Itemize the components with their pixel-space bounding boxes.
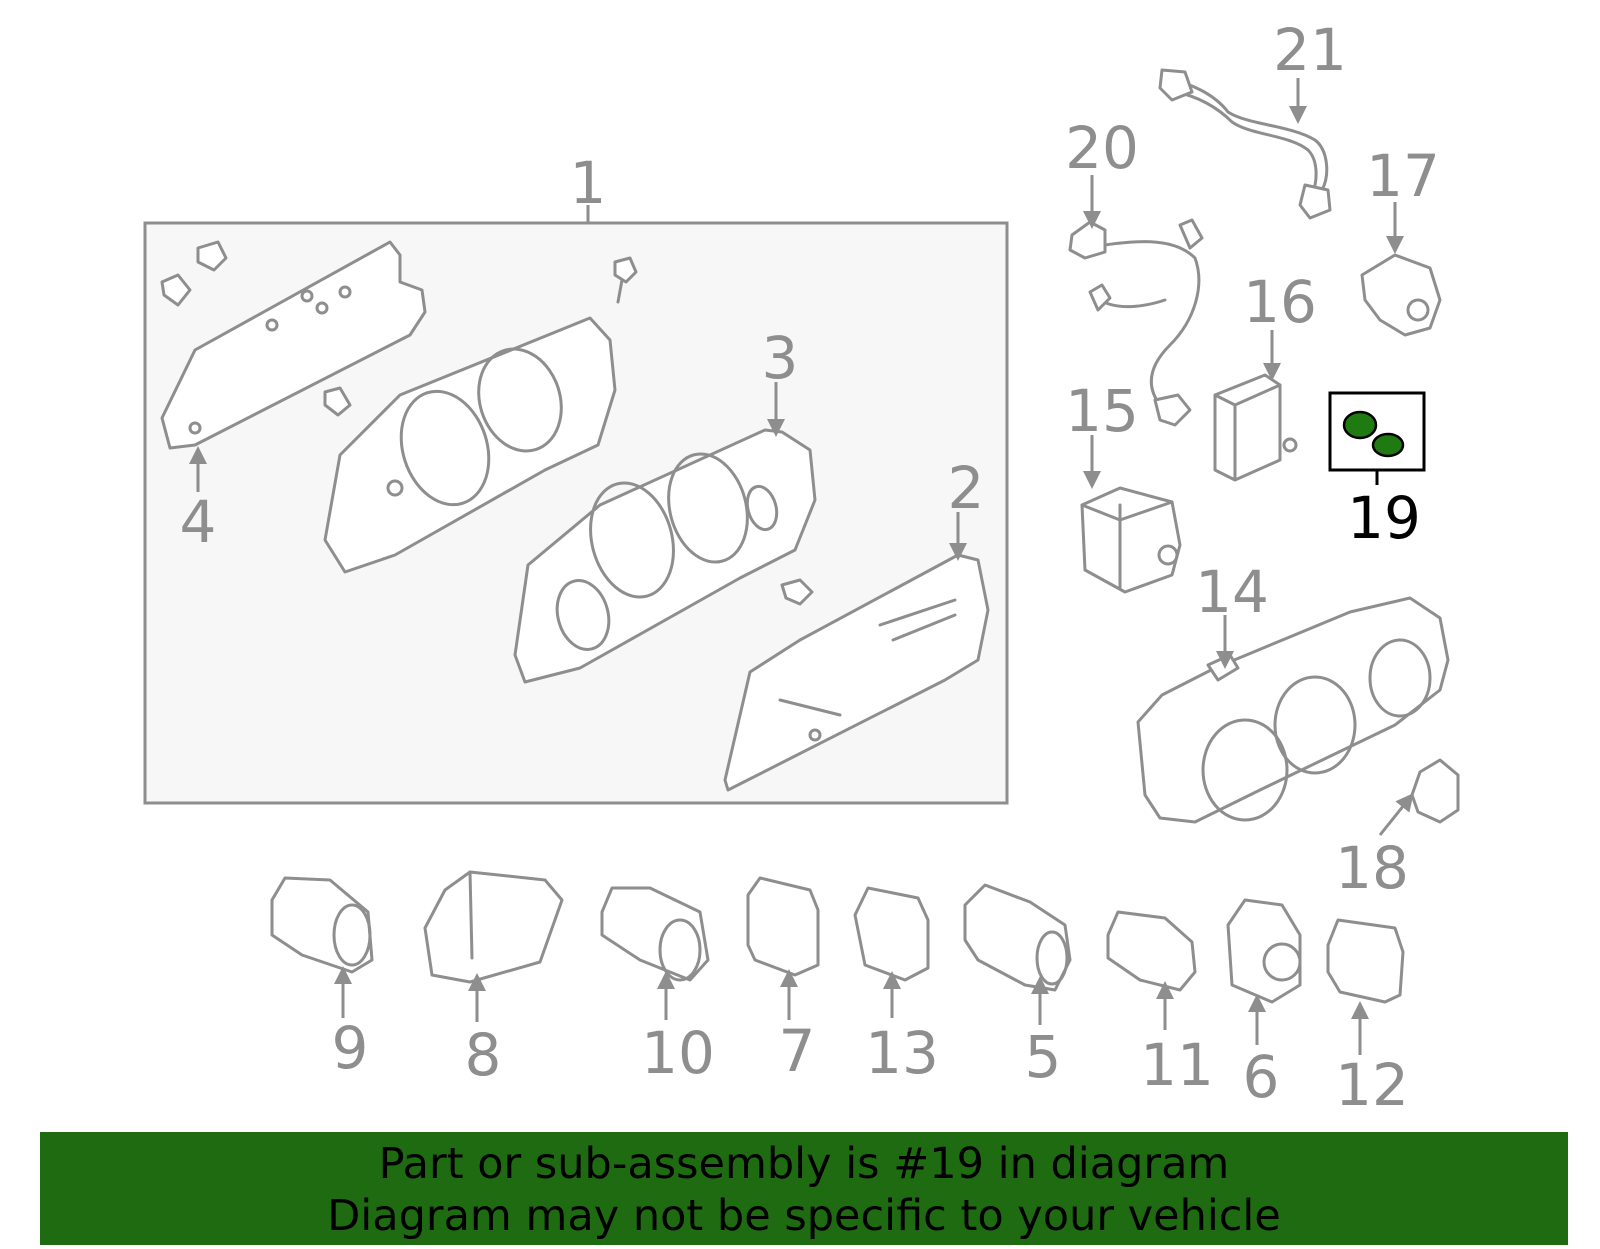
part-21-harness[interactable] (1158, 68, 1332, 220)
callout-3: 3 (762, 324, 799, 392)
part-notice-banner: Part or sub-assembly is #19 in diagram D… (40, 1132, 1568, 1245)
part-4-back-plate[interactable] (160, 240, 427, 450)
part-19-bulbs-highlighted[interactable] (1328, 391, 1426, 485)
callout-11: 11 (1140, 1031, 1214, 1099)
part-5-switch[interactable] (963, 883, 1072, 992)
part-2-lens[interactable] (723, 553, 990, 792)
leader-arrows (189, 78, 1414, 1055)
callout-12: 12 (1335, 1051, 1409, 1119)
callout-5: 5 (1025, 1023, 1062, 1091)
part-10-switch[interactable] (600, 886, 710, 982)
callout-8: 8 (465, 1021, 502, 1089)
part-3-gauge-face[interactable] (513, 428, 817, 684)
banner-line-2: Diagram may not be specific to your vehi… (327, 1191, 1281, 1241)
part-12-switch[interactable] (1326, 918, 1405, 1004)
callout-7: 7 (779, 1017, 816, 1085)
callout-9: 9 (332, 1014, 369, 1082)
part-14-cluster[interactable] (1136, 596, 1450, 824)
callout-4: 4 (180, 488, 217, 556)
part-9-switch[interactable] (270, 876, 374, 974)
callout-2: 2 (948, 454, 985, 522)
callout-19: 19 (1347, 484, 1421, 552)
part-6-switch[interactable] (1226, 898, 1302, 1004)
callout-16: 16 (1243, 268, 1317, 336)
callout-20: 20 (1065, 114, 1139, 182)
callout-labels: 1 2 3 4 5 6 7 8 9 10 11 12 13 14 15 16 1… (180, 16, 1440, 1119)
part-11-switch[interactable] (1106, 910, 1197, 992)
part-13-switch[interactable] (853, 886, 930, 982)
callout-13: 13 (865, 1019, 939, 1087)
part-15-switch[interactable] (1080, 486, 1182, 594)
callout-6: 6 (1243, 1043, 1280, 1111)
callout-14: 14 (1195, 558, 1269, 626)
callout-10: 10 (641, 1019, 715, 1087)
part-18-bulb[interactable] (1410, 758, 1460, 824)
part-8-switch[interactable] (423, 870, 564, 984)
part-17-socket[interactable] (1360, 253, 1442, 337)
banner-line-1: Part or sub-assembly is #19 in diagram (378, 1139, 1230, 1189)
callout-17: 17 (1366, 142, 1440, 210)
part-7-switch[interactable] (746, 876, 820, 977)
part-16-module[interactable] (1213, 373, 1298, 482)
callout-1: 1 (570, 149, 607, 217)
callout-15: 15 (1065, 377, 1139, 445)
part-20-harness[interactable] (1068, 218, 1204, 427)
callout-18: 18 (1335, 834, 1409, 902)
callout-21: 21 (1273, 16, 1347, 84)
gauge-housing[interactable] (323, 256, 638, 574)
